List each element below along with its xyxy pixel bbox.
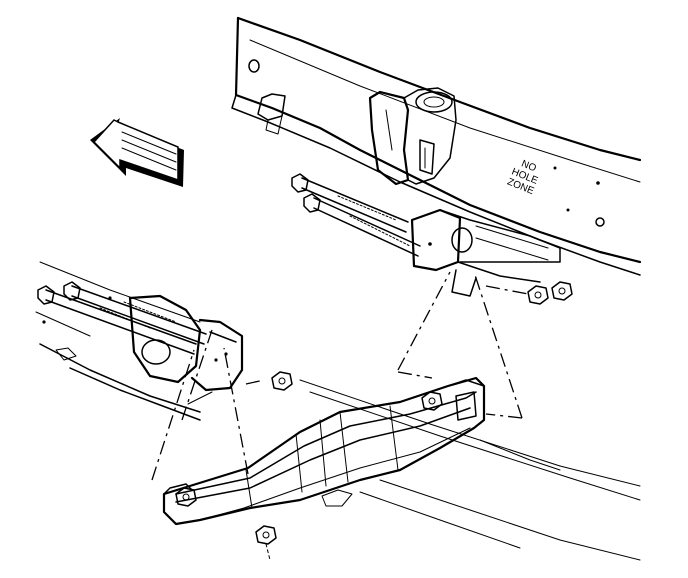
upper-right-nuts — [527, 281, 573, 305]
upper-crossmember-end — [410, 208, 561, 297]
upper-frame-rail — [231, 16, 642, 276]
upper-mount-bolts — [291, 173, 421, 257]
front-direction-arrow-icon — [90, 118, 184, 187]
crossmember — [162, 376, 486, 526]
no-hole-zone-line-1: NO — [520, 159, 538, 175]
crossmember-nuts — [175, 371, 443, 561]
lower-left-mount-bolts — [37, 281, 207, 355]
upper-mount-bracket — [368, 87, 457, 186]
lower-right-frame-lines — [299, 379, 641, 561]
lower-left-frame-rail — [35, 261, 201, 421]
alignment-lines — [151, 271, 529, 481]
no-hole-zone-label: NO HOLE ZONE — [506, 159, 540, 198]
